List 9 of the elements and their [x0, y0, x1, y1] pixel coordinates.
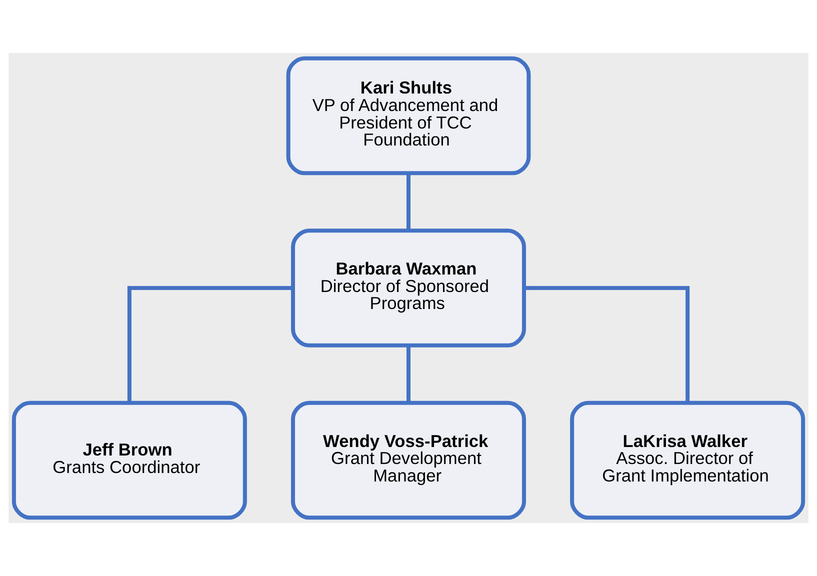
node-box: Kari Shults VP of Advancement and President of TCC Foundation: [286, 56, 531, 176]
connector: [406, 174, 410, 230]
connector: [524, 286, 690, 402]
node-box: Jeff Brown Grants Coordinator: [12, 400, 247, 520]
node-box: Barbara Waxman Director of Sponsored Programs: [291, 228, 526, 348]
connector: [127, 286, 293, 402]
connector: [406, 346, 410, 402]
node-box: Wendy Voss-Patrick Grant Development Manager: [291, 400, 526, 520]
node-box: LaKrisa Walker Assoc. Director of Grant Implementation: [570, 400, 806, 520]
